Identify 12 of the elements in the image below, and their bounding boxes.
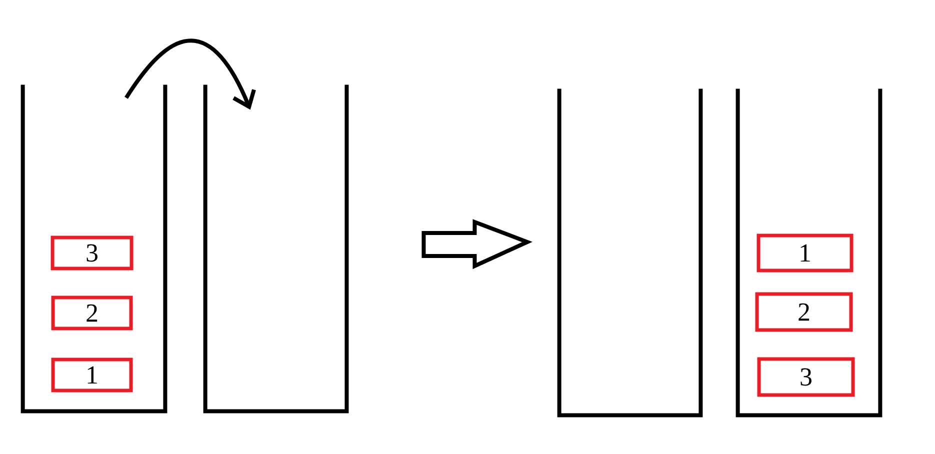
number-box: 2 (51, 296, 133, 330)
stack-container (736, 88, 882, 418)
stack-container (20, 84, 168, 414)
number-box: 3 (50, 236, 134, 270)
stack-container (557, 88, 703, 418)
number-box: 3 (757, 357, 855, 397)
block-arrow (422, 219, 532, 270)
number-box: 1 (756, 234, 854, 272)
stack-container (203, 84, 349, 414)
number-box: 1 (51, 358, 133, 392)
curved-arrow (124, 38, 256, 110)
number-box: 2 (755, 292, 853, 332)
